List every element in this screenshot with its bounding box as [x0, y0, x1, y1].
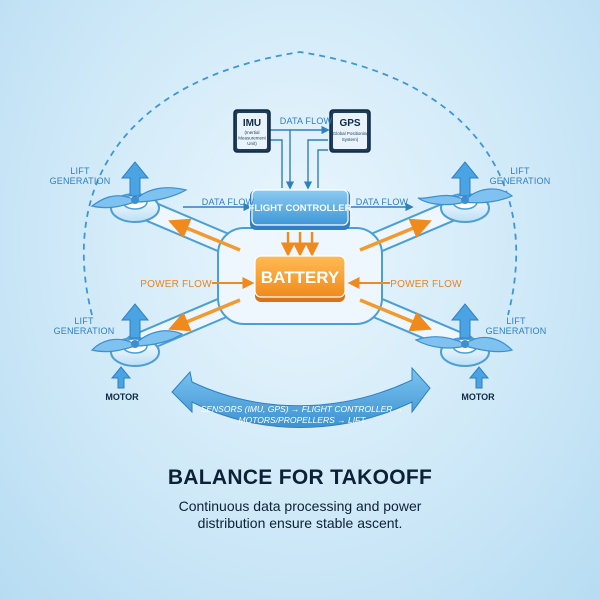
- process-arrow-text-2: MOTORS/PROPELLERS → LIFT: [239, 415, 367, 425]
- lift-arrows: [120, 161, 480, 339]
- lift-label-tl-2: GENERATION: [50, 176, 111, 186]
- lift-label-br-2: GENERATION: [486, 326, 547, 336]
- power-flow-right-label: POWER FLOW: [390, 279, 462, 290]
- battery: BATTERY: [254, 255, 346, 302]
- gps-sub1: (Global Positioning: [331, 131, 369, 136]
- battery-label: BATTERY: [261, 268, 340, 287]
- lift-label-br-1: LIFT: [506, 316, 526, 326]
- lift-label-bl-2: GENERATION: [54, 326, 115, 336]
- motor-label-right: MOTOR: [461, 392, 495, 402]
- data-flow-left-label: DATA FLOW: [202, 197, 255, 207]
- page-title: BALANCE FOR TAKOOFF: [167, 466, 433, 489]
- lift-dashed-arc: [83, 51, 517, 316]
- imu-sub2: Measurement: [238, 136, 266, 141]
- imu-sub1: (Inertial: [244, 130, 259, 135]
- motor-label-left: MOTOR: [105, 392, 139, 402]
- fc-battery-link: [280, 232, 320, 257]
- flight-controller: FLIGHT CONTROLLER: [249, 189, 352, 230]
- power-flow-left-label: POWER FLOW: [140, 279, 212, 290]
- imu-module: IMU (Inertial Measurement Unit): [233, 109, 271, 153]
- process-arrow-text-1: SENSORS (IMU, GPS) → FLIGHT CONTROLLER →: [201, 404, 404, 414]
- lift-label-tl-1: LIFT: [70, 166, 90, 176]
- motor-arrows: [110, 366, 490, 389]
- lift-label-tr-1: LIFT: [510, 166, 530, 176]
- imu-sub3: Unit): [247, 141, 257, 146]
- rotor-front-left: [90, 187, 188, 223]
- power-flow-arrows: [168, 218, 432, 332]
- flight-controller-label: FLIGHT CONTROLLER: [249, 203, 352, 214]
- imu-title: IMU: [243, 118, 261, 129]
- page-description: Continuous data processing and power dis…: [178, 498, 422, 531]
- lift-label-tr-2: GENERATION: [490, 176, 551, 186]
- rotor-rear-left: [90, 330, 184, 367]
- data-flow-lines: [183, 125, 414, 212]
- gps-module: GPS (Global Positioning System): [329, 109, 371, 153]
- data-flow-right-label: DATA FLOW: [356, 197, 409, 207]
- lift-label-bl-1: LIFT: [74, 316, 94, 326]
- rotor-rear-right: [414, 336, 514, 367]
- gps-title: GPS: [339, 118, 360, 129]
- gps-sub2: System): [342, 137, 359, 142]
- data-flow-top-label: DATA FLOW: [280, 116, 333, 126]
- process-curved-arrow: SENSORS (IMU, GPS) → FLIGHT CONTROLLER →…: [171, 366, 431, 428]
